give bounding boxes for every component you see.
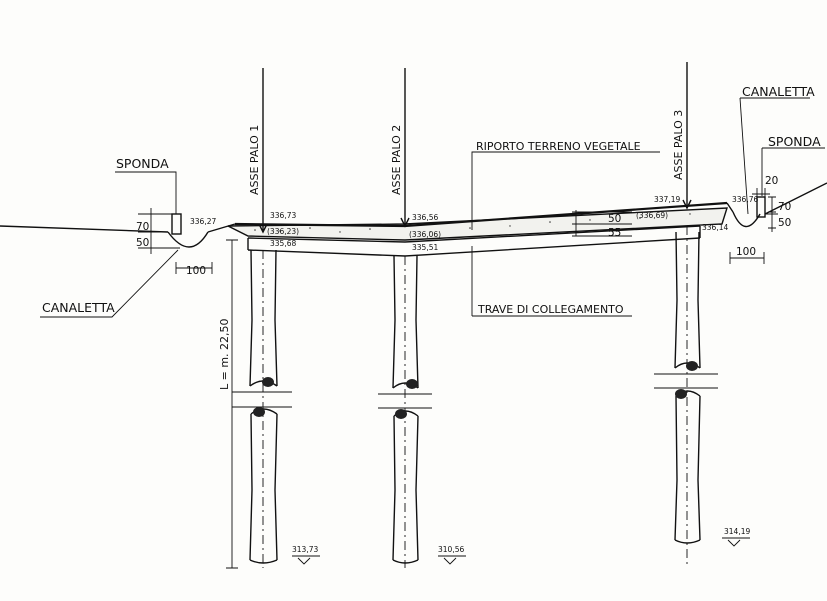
soil-dims <box>572 210 632 237</box>
palo1-break-mark-lower <box>253 407 265 417</box>
ground-line-right <box>764 182 827 215</box>
dim-left-50: 50 <box>136 237 149 249</box>
left-ditch <box>167 231 209 248</box>
elev-palo1-beam: 335,68 <box>270 239 296 248</box>
ground-to-right-ditch <box>726 202 734 213</box>
sponda-left-leader <box>115 171 177 214</box>
palo2-break-mark-lower <box>395 409 407 419</box>
elev-palo3-beam: 336,14 <box>702 223 728 232</box>
palo2-tip <box>392 559 419 564</box>
left-dim-100 <box>175 262 213 274</box>
elev-palo1-mid: (336,23) <box>267 227 299 236</box>
dim-left-70: 70 <box>136 221 149 233</box>
beam-bottom <box>247 237 701 257</box>
palo1-break-lines <box>232 391 292 408</box>
dim-soil-50: 50 <box>608 213 621 225</box>
palo3-break-mark <box>686 361 698 371</box>
asse-palo-1-label: ASSE PALO 1 <box>248 125 261 195</box>
elev-palo2-tip: 310,56 <box>438 545 464 554</box>
left-dim-lines <box>138 208 180 254</box>
elev-palo3-tip: 314,19 <box>724 527 750 536</box>
palo2-shaft-upper <box>392 255 419 389</box>
elev-palo1-tip: 313,73 <box>292 545 318 554</box>
asse-palo-3-label: ASSE PALO 3 <box>672 110 685 180</box>
ground-line-left <box>0 225 169 233</box>
palo3-break-lines <box>654 373 718 389</box>
dim-right-70: 70 <box>778 201 791 213</box>
elev-left-ditch: 336,27 <box>190 217 216 226</box>
dim-right-20: 20 <box>765 175 778 187</box>
pile-length-dimension <box>226 239 238 569</box>
palo3-shaft-lower <box>674 390 701 541</box>
palo3-break-mark-lower <box>675 389 687 399</box>
asse-palo-2-label: ASSE PALO 2 <box>390 125 403 195</box>
palo1-break-mark <box>262 377 274 387</box>
palo1-tip <box>249 559 278 564</box>
canaletta-right-label: CANALETTA <box>742 84 815 99</box>
sponda-right-leader <box>761 147 825 196</box>
pile-length-label: L = m. 22,50 <box>218 318 231 390</box>
left-sponda-post <box>171 213 182 235</box>
trave-label: TRAVE DI COLLEGAMENTO <box>477 303 624 316</box>
palo2-break-lines <box>378 393 432 409</box>
elev-palo1-top: 336,73 <box>270 211 296 220</box>
trave-leader <box>471 246 632 317</box>
palo3-shaft-upper <box>674 231 701 369</box>
canaletta-left-leader <box>40 249 179 318</box>
palo3-tip <box>674 539 701 544</box>
riporto-leader <box>471 151 660 230</box>
elev-palo3-mid: (336,69) <box>636 211 668 220</box>
sponda-left-label: SPONDA <box>116 156 169 171</box>
elev-palo2-beam: 335,51 <box>412 243 438 252</box>
elev-palo2-mid: (336,06) <box>409 230 441 239</box>
right-sponda-post <box>756 196 766 218</box>
canaletta-right-leader <box>739 97 810 215</box>
palo2-arrow <box>400 217 410 228</box>
sponda-right-label: SPONDA <box>768 134 821 149</box>
right-ditch <box>732 211 761 228</box>
elev-palo2-top: 336,56 <box>412 213 438 222</box>
riporto-label: RIPORTO TERRENO VEGETALE <box>476 140 641 153</box>
canaletta-left-label: CANALETTA <box>42 300 115 315</box>
right-dim-100 <box>729 252 765 264</box>
dim-right-100: 100 <box>736 246 756 258</box>
dim-soil-55: 55 <box>608 227 621 239</box>
palo1-shaft-lower <box>249 408 278 561</box>
elev-palo3-top: 337,19 <box>654 195 680 204</box>
palo3-arrow <box>682 199 692 210</box>
palo2-shaft-lower <box>392 410 419 561</box>
palo2-break-mark <box>406 379 418 389</box>
palo1-shaft-upper <box>249 249 278 387</box>
tip-markers <box>292 537 750 565</box>
dim-right-50: 50 <box>778 217 791 229</box>
right-dim-lines <box>752 188 778 232</box>
dim-left-100: 100 <box>186 265 206 277</box>
beam-top <box>247 225 701 243</box>
soil-stipple <box>254 213 691 233</box>
palo1-arrow <box>258 223 268 234</box>
elev-right-ditch: 336,76 <box>732 195 758 204</box>
